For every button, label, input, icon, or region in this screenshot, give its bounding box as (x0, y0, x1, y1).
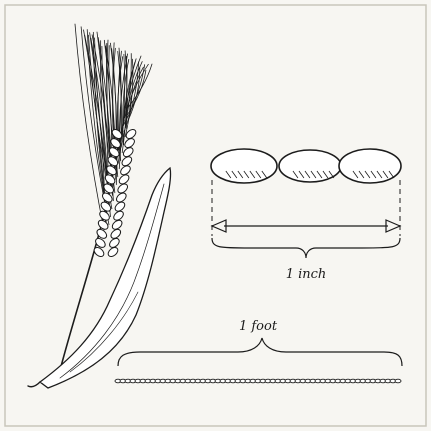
awns (75, 24, 152, 230)
awn-line (126, 64, 152, 110)
inch-label: 1 inch (286, 267, 327, 282)
grain-1 (211, 149, 277, 183)
arrow-head-left (212, 220, 226, 232)
chain-seed (395, 379, 401, 383)
barley-ear (28, 24, 171, 388)
grain-chain (115, 379, 401, 383)
foot-brace (118, 338, 402, 366)
foot-label: 1 foot (239, 319, 278, 334)
grain-2 (279, 150, 341, 182)
inch-brace (212, 238, 400, 258)
arrow-head-right (386, 220, 400, 232)
inch-measure (212, 180, 400, 258)
grain-row (211, 149, 401, 183)
stem-base (28, 382, 40, 387)
